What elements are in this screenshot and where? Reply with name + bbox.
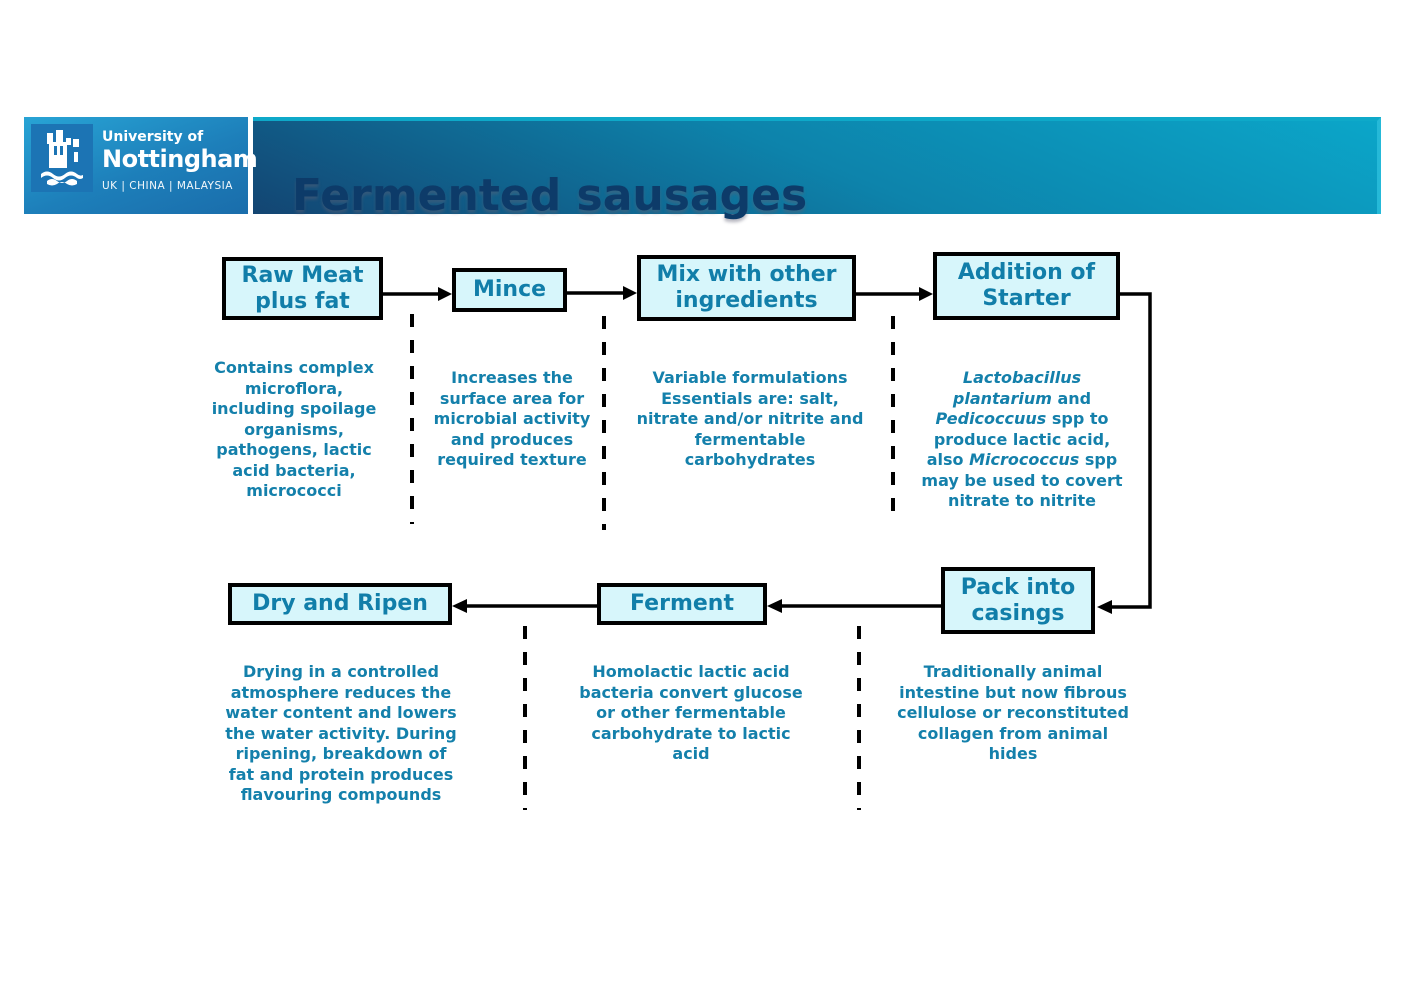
logo-text: University of Nottingham UK | CHINA | MA… bbox=[102, 129, 258, 192]
description-raw-meat: Contains complex microflora, including s… bbox=[211, 358, 377, 500]
arrowhead-starter-to-pack bbox=[1097, 600, 1112, 614]
castle-icon-glyph bbox=[41, 130, 83, 186]
description-mince: Increases the surface area for microbial… bbox=[433, 368, 591, 469]
description-ferment: Homolactic lactic acid bacteria convert … bbox=[579, 662, 803, 763]
flow-box-mince: Mince bbox=[452, 268, 567, 312]
flow-box-raw-meat: Raw Meat plus fat bbox=[222, 257, 383, 320]
arrowhead-mince-to-mix bbox=[623, 286, 637, 300]
arrowhead-pack-to-ferment bbox=[767, 599, 782, 613]
flow-box-mix-ingredients: Mix with other ingredients bbox=[637, 255, 856, 321]
arrowhead-rawmeat-to-mince bbox=[438, 287, 452, 301]
logo-university-of: University of bbox=[102, 129, 204, 145]
description-dry-and-ripen: Drying in a controlled atmosphere reduce… bbox=[225, 662, 457, 804]
description-pack-into-casings: Traditionally animal intestine but now f… bbox=[897, 662, 1129, 763]
page-title: Fermented sausages bbox=[292, 170, 808, 221]
description-addition-of-starter: Lactobacillus plantarium and Pedicoccuus… bbox=[921, 368, 1123, 510]
university-logo: University of Nottingham UK | CHINA | MA… bbox=[24, 117, 258, 214]
flow-box-pack-into-casings: Pack into casings bbox=[941, 567, 1095, 634]
description-mix-ingredients: Variable formulations Essentials are: sa… bbox=[636, 368, 864, 469]
flow-box-addition-of-starter: Addition of Starter bbox=[933, 252, 1120, 320]
logo-campuses: UK | CHINA | MALAYSIA bbox=[102, 180, 233, 192]
arrowhead-mix-to-starter bbox=[919, 287, 933, 301]
flow-box-dry-and-ripen: Dry and Ripen bbox=[228, 583, 452, 625]
castle-icon bbox=[31, 124, 93, 192]
logo-nottingham: Nottingham bbox=[102, 145, 258, 173]
flow-box-ferment: Ferment bbox=[597, 583, 767, 625]
arrowhead-ferment-to-dry bbox=[452, 599, 467, 613]
